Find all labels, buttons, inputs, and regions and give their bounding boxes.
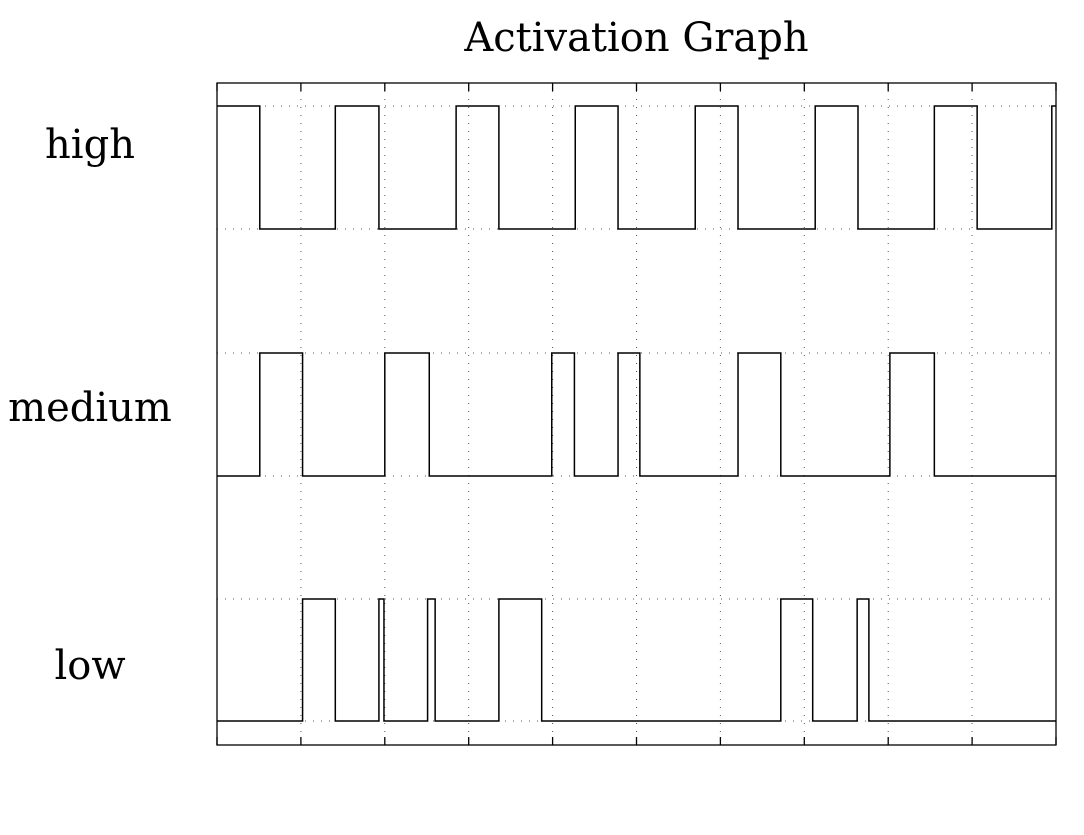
signal-trace-high xyxy=(217,105,1056,230)
row-label-high: high xyxy=(45,122,135,168)
row-label-low: low xyxy=(54,643,126,689)
row-label-medium: medium xyxy=(8,385,172,431)
grid-lines xyxy=(217,83,1056,745)
chart-title: Activation Graph xyxy=(464,15,809,61)
signal-trace-medium xyxy=(217,352,1056,477)
axis-ticks xyxy=(216,83,1057,745)
axes-frame xyxy=(216,82,1057,746)
signal-traces xyxy=(217,105,1056,722)
signal-trace-low xyxy=(217,598,1056,722)
